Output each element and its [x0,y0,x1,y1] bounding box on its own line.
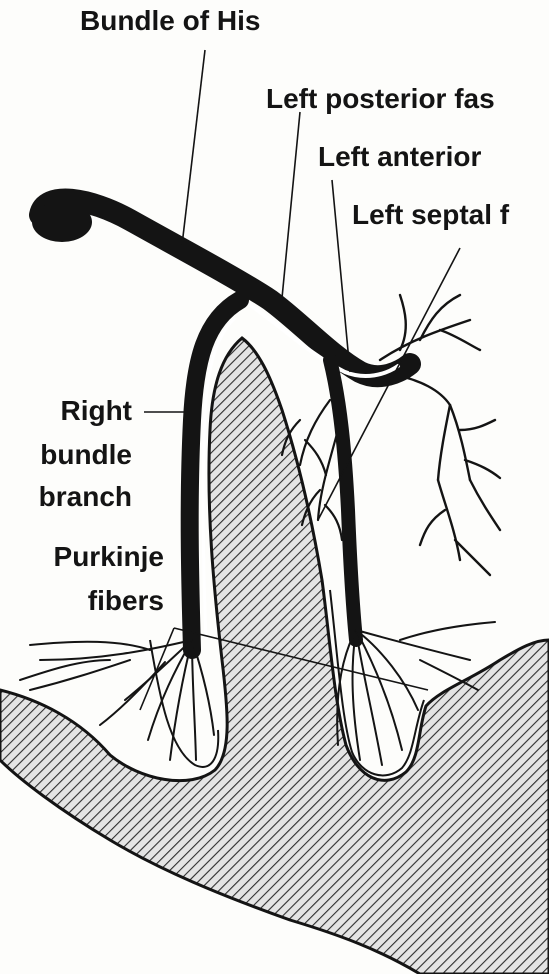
left-posterior-fascicle-path [330,360,356,640]
leader-purkinje-tick [140,628,174,710]
label-left-anterior-fascicle: Left anterior [318,140,481,174]
label-purkinje-line2: fibers [20,584,164,618]
label-left-posterior-fascicle: Left posterior fas [266,82,495,116]
label-right-bundle-branch-line3: branch [14,480,132,514]
label-purkinje-line1: Purkinje [20,540,164,574]
ventricle-wall [0,338,549,974]
left-anterior-fascicle-fibers [380,295,500,575]
leader-left-posterior [282,112,300,298]
av-node [32,202,92,242]
label-right-bundle-branch-line2: bundle [14,438,132,472]
label-bundle-of-his: Bundle of His [80,4,260,38]
label-left-septal-fibers: Left septal f [352,198,509,232]
leader-bundle-of-his [182,50,205,245]
label-right-bundle-branch-line1: Right [24,394,132,428]
